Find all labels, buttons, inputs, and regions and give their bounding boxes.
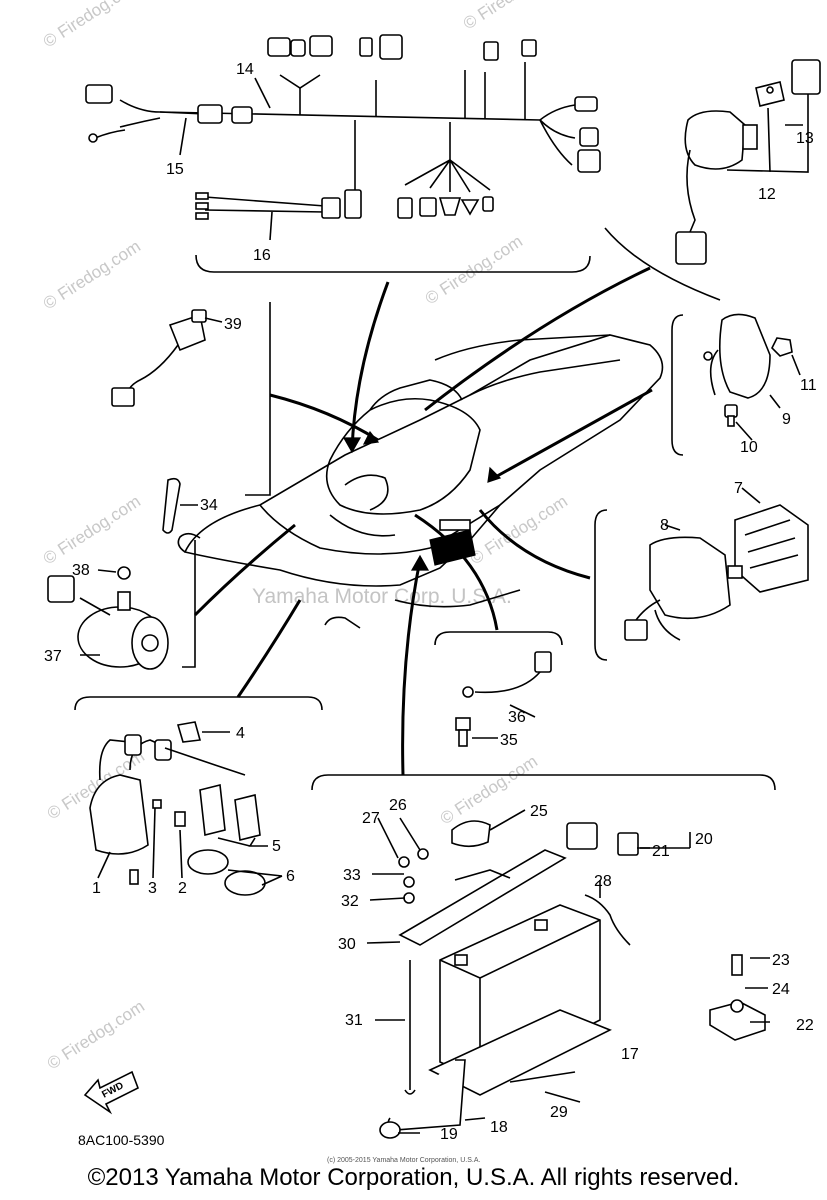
battery-assembly [379, 820, 766, 1139]
callout-37: 37 [44, 648, 62, 665]
forward-arrow-icon: FWD [83, 1070, 140, 1115]
starter-motor [47, 566, 169, 670]
ecu-box [439, 519, 471, 531]
callout-14: 14 [236, 61, 254, 78]
watermark-site: © Firedog.com [40, 237, 144, 314]
key-tag [791, 59, 821, 95]
temperature-sender [455, 651, 552, 747]
callout-29: 29 [550, 1104, 568, 1121]
callout-24: 24 [772, 981, 790, 998]
callout-5: 5 [272, 838, 281, 855]
callout-35: 35 [500, 732, 518, 749]
ignition-coil [89, 721, 266, 896]
watermark-site: © Firedog.com [422, 232, 526, 309]
snowmobile-body [177, 334, 664, 629]
diagram-code: 8AC100-5390 [78, 1132, 165, 1148]
watermark-site: © Firedog.com [437, 752, 541, 829]
callout-28: 28 [594, 873, 612, 890]
callout-17: 17 [621, 1046, 639, 1063]
callout-27: 27 [362, 810, 380, 827]
callout-19: 19 [440, 1126, 458, 1143]
callout-30: 30 [338, 936, 356, 953]
watermark-layer: © Firedog.com © Firedog.com © Firedog.co… [40, 0, 571, 1078]
watermark-site: © Firedog.com [460, 0, 564, 33]
callout-11: 11 [800, 377, 817, 394]
copyright-notice: ©2013 Yamaha Motor Corporation, U.S.A. A… [87, 1164, 740, 1191]
fine-print: (c) 2005-2015 Yamaha Motor Corporation, … [327, 1157, 480, 1164]
watermark-site: © Firedog.com [40, 492, 144, 569]
section-brackets [74, 227, 776, 791]
callout-36: 36 [508, 709, 526, 726]
callout-31: 31 [345, 1012, 363, 1029]
callout-12: 12 [758, 186, 776, 203]
callout-16: 16 [253, 247, 271, 264]
watermark-site: © Firedog.com [44, 997, 148, 1074]
callout-8: 8 [660, 517, 669, 534]
callout-21: 21 [652, 843, 670, 860]
watermark-center: Yamaha Motor Corp. U.S.A. [252, 585, 512, 608]
watermark-site: © Firedog.com [467, 492, 571, 569]
callout-9: 9 [782, 411, 791, 428]
callout-38: 38 [72, 562, 90, 579]
callout-20: 20 [695, 831, 713, 848]
callout-1: 1 [92, 880, 101, 897]
callout-32: 32 [341, 893, 359, 910]
callout-33: 33 [343, 867, 361, 884]
callout-18: 18 [490, 1119, 508, 1136]
callout-23: 23 [772, 952, 790, 969]
callout-13: 13 [796, 130, 814, 147]
regulator [703, 313, 793, 427]
location-arrows [193, 266, 653, 776]
harness-connector [85, 34, 601, 220]
callout-leaders [80, 77, 809, 1134]
callout-4: 4 [236, 725, 245, 742]
cdi-unit [624, 504, 809, 641]
callout-15: 15 [166, 161, 184, 178]
callout-25: 25 [530, 803, 548, 820]
main-switch [675, 59, 821, 265]
callout-6: 6 [286, 868, 295, 885]
callout-10: 10 [740, 439, 758, 456]
callout-7: 7 [734, 480, 743, 497]
callout-22: 22 [796, 1017, 814, 1034]
wire-harness [85, 34, 601, 220]
callout-2: 2 [178, 880, 187, 897]
watermark-site: © Firedog.com [40, 0, 144, 51]
callout-3: 3 [148, 880, 157, 897]
callout-labels: 1 2 3 4 5 6 7 8 9 10 11 12 13 14 15 16 1… [44, 61, 817, 1143]
callout-39: 39 [224, 316, 242, 333]
callout-34: 34 [200, 497, 218, 514]
thumb-switch [111, 309, 207, 407]
wire-clamp [162, 477, 181, 534]
callout-26: 26 [389, 797, 407, 814]
